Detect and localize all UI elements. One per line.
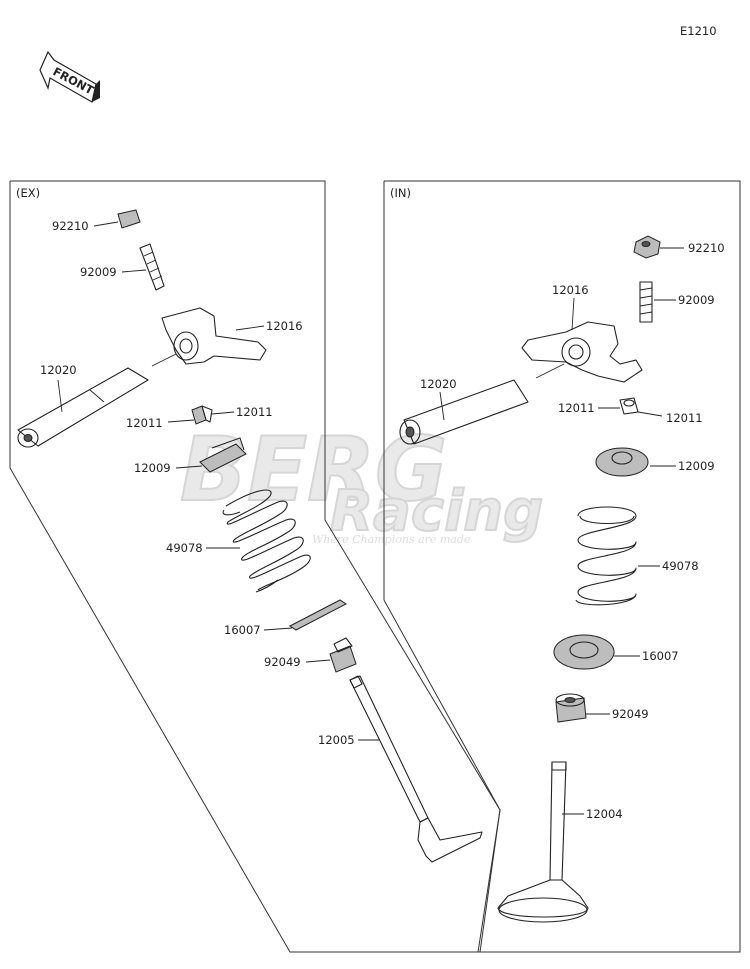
ex-retainer-label: 12009	[134, 461, 171, 475]
in-shaft-label: 12020	[420, 377, 457, 391]
ex-cotters: 12011 12011	[126, 405, 273, 430]
in-title: (IN)	[390, 186, 411, 200]
ex-adjuster-label: 92009	[80, 265, 117, 279]
ex-cotter-a-label: 12011	[126, 416, 163, 430]
in-rocker-shaft: 12020	[399, 377, 529, 445]
ex-adjuster-screw: 92009	[80, 243, 165, 291]
in-valve-label: 12004	[586, 807, 623, 821]
watermark-line2: Racing	[330, 479, 543, 544]
in-valve: 12004	[497, 761, 623, 923]
ex-nut-label: 92210	[52, 219, 89, 233]
ex-cotter-b-label: 12011	[236, 405, 273, 419]
in-adjuster-screw: 92009	[639, 281, 715, 323]
in-seal-label: 92049	[612, 707, 649, 721]
ex-retainer: 12009	[134, 437, 247, 475]
ex-rocker-label: 12016	[266, 319, 303, 333]
watermark: BERG Racing Where Champions are made	[179, 417, 544, 546]
watermark-tagline: Where Champions are made	[312, 533, 471, 546]
in-spring-label: 49078	[662, 559, 699, 573]
in-frame	[383, 180, 741, 953]
diagram-code: E1210	[680, 24, 717, 38]
in-cotter-b-label: 12011	[666, 411, 703, 425]
watermark-line1: BERG	[180, 418, 447, 521]
in-retainer: 12009	[595, 447, 715, 477]
ex-title: (EX)	[16, 186, 40, 200]
front-arrow-icon: FRONT	[39, 50, 100, 103]
ex-shaft-label: 12020	[40, 363, 77, 377]
in-rocker-label: 12016	[552, 283, 589, 297]
in-cotters: 12011 12011	[558, 397, 703, 425]
ex-valve: 12005	[318, 675, 483, 863]
in-seat-label: 16007	[642, 649, 679, 663]
ex-frame	[9, 180, 501, 953]
ex-seat-label: 16007	[224, 623, 261, 637]
ex-spring-label: 49078	[166, 541, 203, 555]
in-cotter-a-label: 12011	[558, 401, 595, 415]
in-nut: 92210	[633, 235, 725, 259]
in-spring-seat: 16007	[553, 634, 679, 670]
ex-rocker-shaft: 12020	[17, 363, 149, 448]
in-retainer-label: 12009	[678, 459, 715, 473]
in-stem-seal: 92049	[555, 693, 649, 723]
in-valve-spring: 49078	[575, 506, 699, 606]
ex-valve-spring: 49078	[166, 489, 311, 593]
in-rocker-arm: 12016	[521, 283, 643, 383]
ex-stem-seal: 92049	[264, 637, 357, 673]
ex-nut: 92210	[52, 209, 141, 233]
ex-valve-label: 12005	[318, 733, 355, 747]
ex-rocker-arm: 12016	[151, 307, 303, 367]
in-nut-label: 92210	[688, 241, 725, 255]
ex-spring-seat: 16007	[224, 599, 347, 637]
in-adjuster-label: 92009	[678, 293, 715, 307]
ex-seal-label: 92049	[264, 655, 301, 669]
